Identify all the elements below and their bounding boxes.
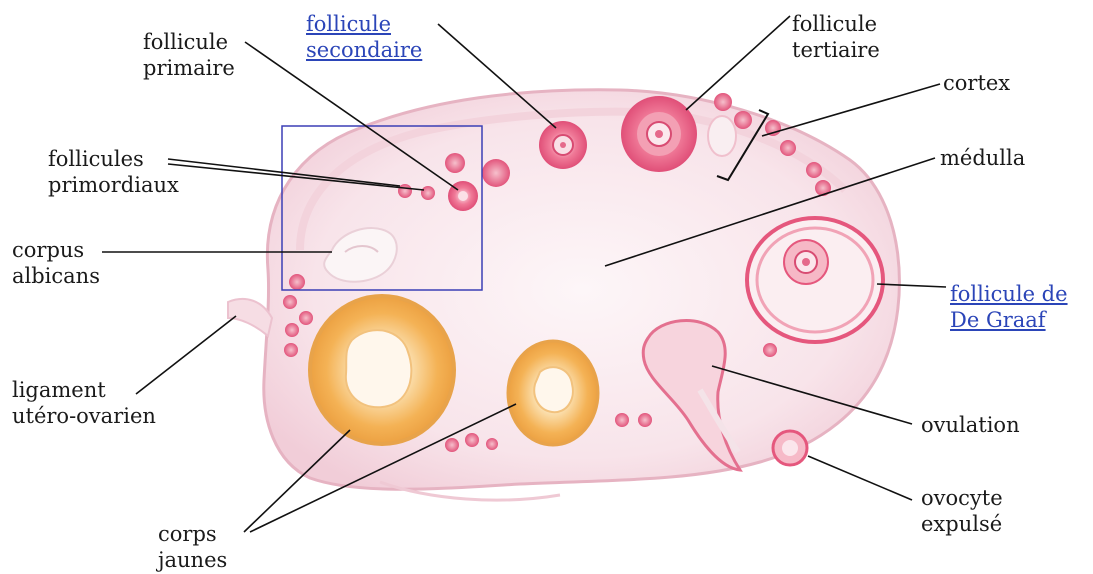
expelled-oocyte <box>773 431 807 465</box>
link-follicule-secondaire[interactable]: follicule secondaire <box>306 11 422 63</box>
label-corps-jaunes: corps jaunes <box>158 521 227 573</box>
label-corpus-albicans-line1: corpus <box>12 237 100 263</box>
label-corps-jaunes-line2: jaunes <box>158 547 227 573</box>
label-ligament-line2: utéro-ovarien <box>12 403 156 429</box>
label-follicule-tertiaire: follicule tertiaire <box>792 11 880 63</box>
label-follicules-primordiaux-line2: primordiaux <box>48 172 179 198</box>
label-ovocyte-expulse-line2: expulsé <box>921 511 1003 537</box>
label-ovocyte-expulse: ovocyte expulsé <box>921 485 1003 537</box>
label-medulla: médulla <box>940 145 1025 171</box>
label-corpus-albicans: corpus albicans <box>12 237 100 289</box>
label-corpus-albicans-line2: albicans <box>12 263 100 289</box>
secondary-follicle <box>539 121 587 169</box>
label-ovocyte-expulse-line1: ovocyte <box>921 485 1003 511</box>
label-follicule-tertiaire-line2: tertiaire <box>792 37 880 63</box>
graafian-follicle <box>747 218 883 342</box>
corpus-luteum-small <box>508 341 598 445</box>
label-follicule-primaire-line1: follicule <box>143 29 235 55</box>
link-follicule-de-graaf[interactable]: follicule de De Graaf <box>950 281 1068 333</box>
label-ligament-line1: ligament <box>12 377 156 403</box>
label-ligament-utero-ovarien: ligament utéro-ovarien <box>12 377 156 429</box>
label-follicule-primaire-line2: primaire <box>143 55 235 81</box>
link-follicule-secondaire-line1[interactable]: follicule <box>306 11 422 37</box>
link-follicule-secondaire-line2[interactable]: secondaire <box>306 37 422 63</box>
link-follicule-de-graaf-line2[interactable]: De Graaf <box>950 307 1068 333</box>
label-cortex: cortex <box>943 70 1010 96</box>
corpus-luteum-large <box>310 296 454 444</box>
label-follicules-primordiaux-line1: follicules <box>48 146 179 172</box>
leader-cortex <box>762 84 940 136</box>
leader-follicule-tertiaire <box>686 16 790 110</box>
label-corps-jaunes-line1: corps <box>158 521 227 547</box>
label-follicule-tertiaire-line1: follicule <box>792 11 880 37</box>
label-ovulation: ovulation <box>921 412 1020 438</box>
link-follicule-de-graaf-line1[interactable]: follicule de <box>950 281 1068 307</box>
label-follicules-primordiaux: follicules primordiaux <box>48 146 179 198</box>
label-follicule-primaire: follicule primaire <box>143 29 235 81</box>
leader-ovocyte <box>808 456 912 500</box>
